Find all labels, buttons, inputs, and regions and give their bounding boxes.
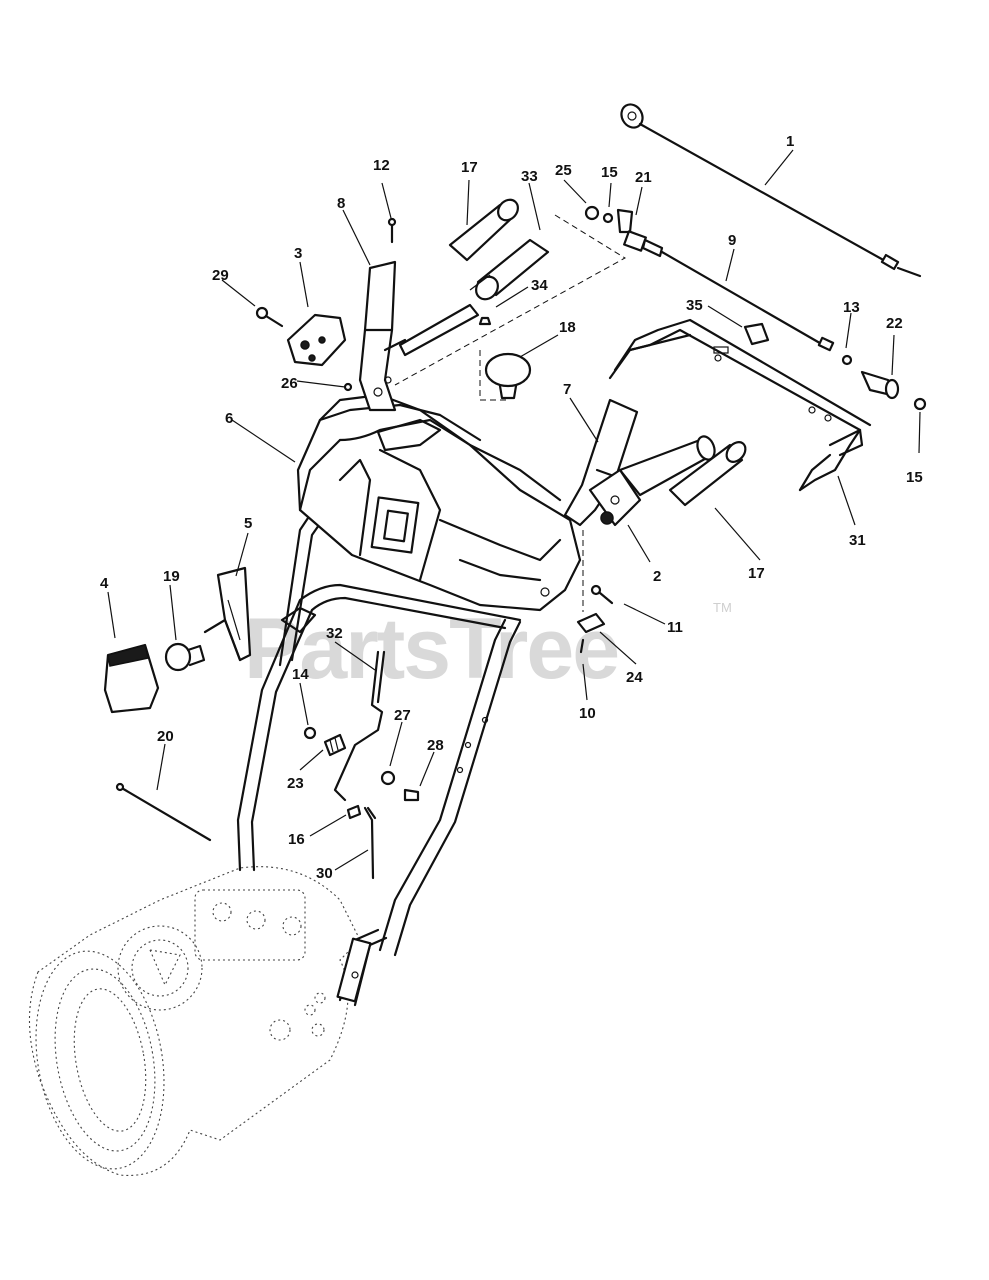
callout-20: 20 — [157, 728, 174, 745]
callout-2: 2 — [653, 568, 661, 585]
part-35-connector — [743, 322, 770, 346]
dash-panel — [296, 393, 582, 612]
part-31-bail-bar — [608, 318, 872, 492]
callout-35: 35 — [686, 297, 703, 314]
auger-housing-outline — [28, 866, 361, 1176]
callout-26: 26 — [281, 375, 298, 392]
callout-1: 1 — [786, 133, 794, 150]
callout-32: 32 — [326, 625, 343, 642]
callout-3: 3 — [294, 245, 302, 262]
left-handle — [358, 260, 397, 412]
part-4-light-housing — [103, 643, 160, 714]
callout-9: 9 — [728, 232, 736, 249]
callout-16: 16 — [288, 831, 305, 848]
callout-labels: 1 2 3 4 5 6 7 8 9 10 11 12 13 14 15 15 1… — [100, 133, 923, 882]
watermark-trademark: TM — [713, 600, 732, 615]
callout-27: 27 — [394, 707, 411, 724]
part-9-cable-assembly — [394, 205, 835, 386]
callout-24: 24 — [626, 669, 643, 686]
callout-29: 29 — [212, 267, 229, 284]
part-29-screw — [255, 306, 284, 328]
leader-lines — [107, 149, 921, 871]
part-28-bolt — [380, 770, 420, 802]
callout-12: 12 — [373, 157, 390, 174]
lower-handle-frame — [236, 483, 522, 1007]
callout-5: 5 — [244, 515, 252, 532]
callout-33: 33 — [521, 168, 538, 185]
callout-4: 4 — [100, 575, 109, 592]
part-18-knob — [479, 350, 532, 401]
part-34-clip — [478, 316, 492, 326]
callout-10: 10 — [579, 705, 596, 722]
callout-15-right: 15 — [906, 469, 923, 486]
part-30-pin — [346, 804, 377, 880]
watermark-text: PartsTree — [244, 601, 618, 697]
part-2-control-assembly — [588, 435, 716, 527]
part-3-switch-housing — [286, 313, 347, 367]
part-24-bracket — [576, 530, 614, 654]
part-32-shift-lever — [280, 606, 386, 802]
callout-25: 25 — [555, 162, 572, 179]
part-1-cable — [620, 103, 922, 278]
callout-13: 13 — [843, 299, 860, 316]
callout-18: 18 — [559, 319, 576, 336]
callout-8: 8 — [337, 195, 345, 212]
callout-34: 34 — [531, 277, 548, 294]
callout-21: 21 — [635, 169, 652, 186]
callout-7: 7 — [563, 381, 571, 398]
callout-11: 11 — [667, 619, 683, 636]
part-17-grip-right — [668, 441, 747, 507]
part-17-grip-left — [448, 198, 519, 262]
callout-31: 31 — [849, 532, 866, 549]
callout-23: 23 — [287, 775, 304, 792]
callout-6: 6 — [225, 410, 233, 427]
part-26-nut — [343, 382, 353, 392]
callout-28: 28 — [427, 737, 444, 754]
part-23-spring — [303, 726, 347, 757]
part-33-grip-assembly — [383, 238, 550, 357]
callout-19: 19 — [163, 568, 180, 585]
callout-17-top: 17 — [461, 159, 478, 176]
part-12-screw — [387, 217, 397, 244]
callout-15-top: 15 — [601, 164, 618, 181]
callout-14: 14 — [292, 666, 309, 683]
watermark: PartsTree TM — [244, 600, 732, 697]
part-20-rod — [115, 782, 212, 842]
part-19-bulb — [164, 642, 206, 672]
callout-22: 22 — [886, 315, 903, 332]
callout-30: 30 — [316, 865, 333, 882]
callout-17-right: 17 — [748, 565, 765, 582]
part-22-cable-end — [841, 354, 927, 411]
part-5-light-bracket — [203, 566, 252, 662]
